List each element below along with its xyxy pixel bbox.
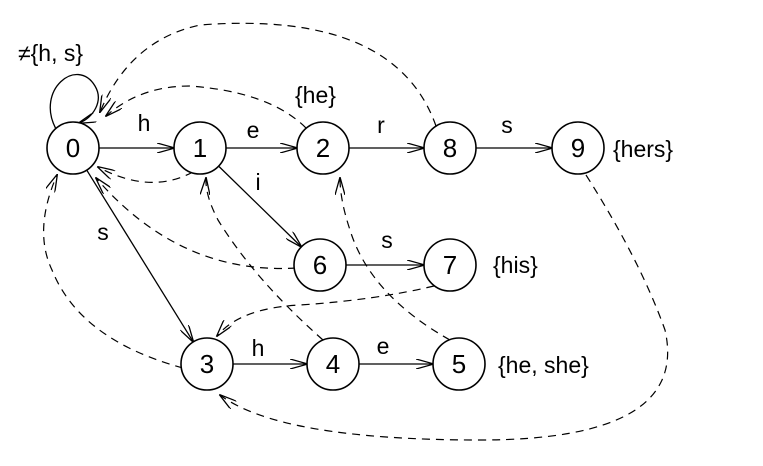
goto-edge-label-8-to-9: s bbox=[501, 112, 513, 138]
goto-edge-label-4-to-5: e bbox=[377, 333, 390, 359]
state-6-circle bbox=[293, 238, 347, 292]
goto-edge-1-to-6 bbox=[218, 165, 302, 247]
failure-edge-9-to-3 bbox=[220, 174, 669, 441]
failure-edge-2-to-0 bbox=[106, 85, 307, 129]
state-0-label: 0 bbox=[66, 133, 80, 163]
goto-edge-0-to-3 bbox=[86, 169, 194, 342]
goto-edge-label-0-to-3: s bbox=[97, 219, 109, 245]
state-7-output: {his} bbox=[493, 252, 538, 278]
goto-edge-label-1-to-2: e bbox=[247, 117, 260, 143]
state-5-output: {he, she} bbox=[498, 352, 589, 378]
root-self-loop bbox=[49, 73, 99, 130]
state-6-label: 6 bbox=[313, 250, 327, 280]
failure-edge-5-to-2 bbox=[340, 178, 451, 341]
state-3-label: 3 bbox=[200, 349, 214, 379]
state-2-output: {he} bbox=[295, 82, 336, 108]
failure-edge-3-to-0 bbox=[43, 175, 184, 369]
states: 0 1 2 3 4 5 6 7 8 9 bbox=[46, 121, 605, 391]
state-8-label: 8 bbox=[443, 133, 457, 163]
goto-edge-label-2-to-8: r bbox=[377, 112, 385, 138]
labels: ≠{h, s} h e r s i s s h e {he} {he, she} {his} {hers} bbox=[18, 40, 673, 378]
state-5-label: 5 bbox=[452, 349, 466, 379]
state-7-label: 7 bbox=[443, 250, 457, 280]
state-9-output: {hers} bbox=[613, 136, 673, 162]
state-4-label: 4 bbox=[326, 349, 340, 379]
state-2-label: 2 bbox=[316, 133, 330, 163]
state-3-circle bbox=[180, 337, 234, 391]
failure-edge-7-to-3 bbox=[217, 285, 435, 336]
failure-transitions bbox=[43, 22, 669, 441]
state-1-label: 1 bbox=[193, 133, 207, 163]
goto-transitions bbox=[49, 73, 552, 364]
state-0-circle bbox=[46, 121, 100, 175]
state-2-circle bbox=[296, 121, 350, 175]
failure-edge-1-to-0 bbox=[98, 167, 194, 183]
state-9-label: 9 bbox=[571, 133, 585, 163]
goto-edge-label-3-to-4: h bbox=[252, 335, 265, 361]
failure-edge-8-to-0 bbox=[100, 22, 437, 127]
failure-edge-4-to-1 bbox=[206, 178, 324, 341]
state-4-circle bbox=[306, 337, 360, 391]
goto-edge-label-1-to-6: i bbox=[255, 169, 260, 195]
state-8-circle bbox=[423, 121, 477, 175]
goto-edge-label-0-to-1: h bbox=[138, 110, 151, 136]
state-7-circle bbox=[423, 238, 477, 292]
state-9-circle bbox=[551, 121, 605, 175]
root-self-loop-label: ≠{h, s} bbox=[18, 40, 83, 66]
state-1-circle bbox=[173, 121, 227, 175]
failure-edge-6-to-0 bbox=[96, 178, 297, 270]
goto-edge-label-6-to-7: s bbox=[381, 227, 393, 253]
state-5-circle bbox=[432, 337, 486, 391]
